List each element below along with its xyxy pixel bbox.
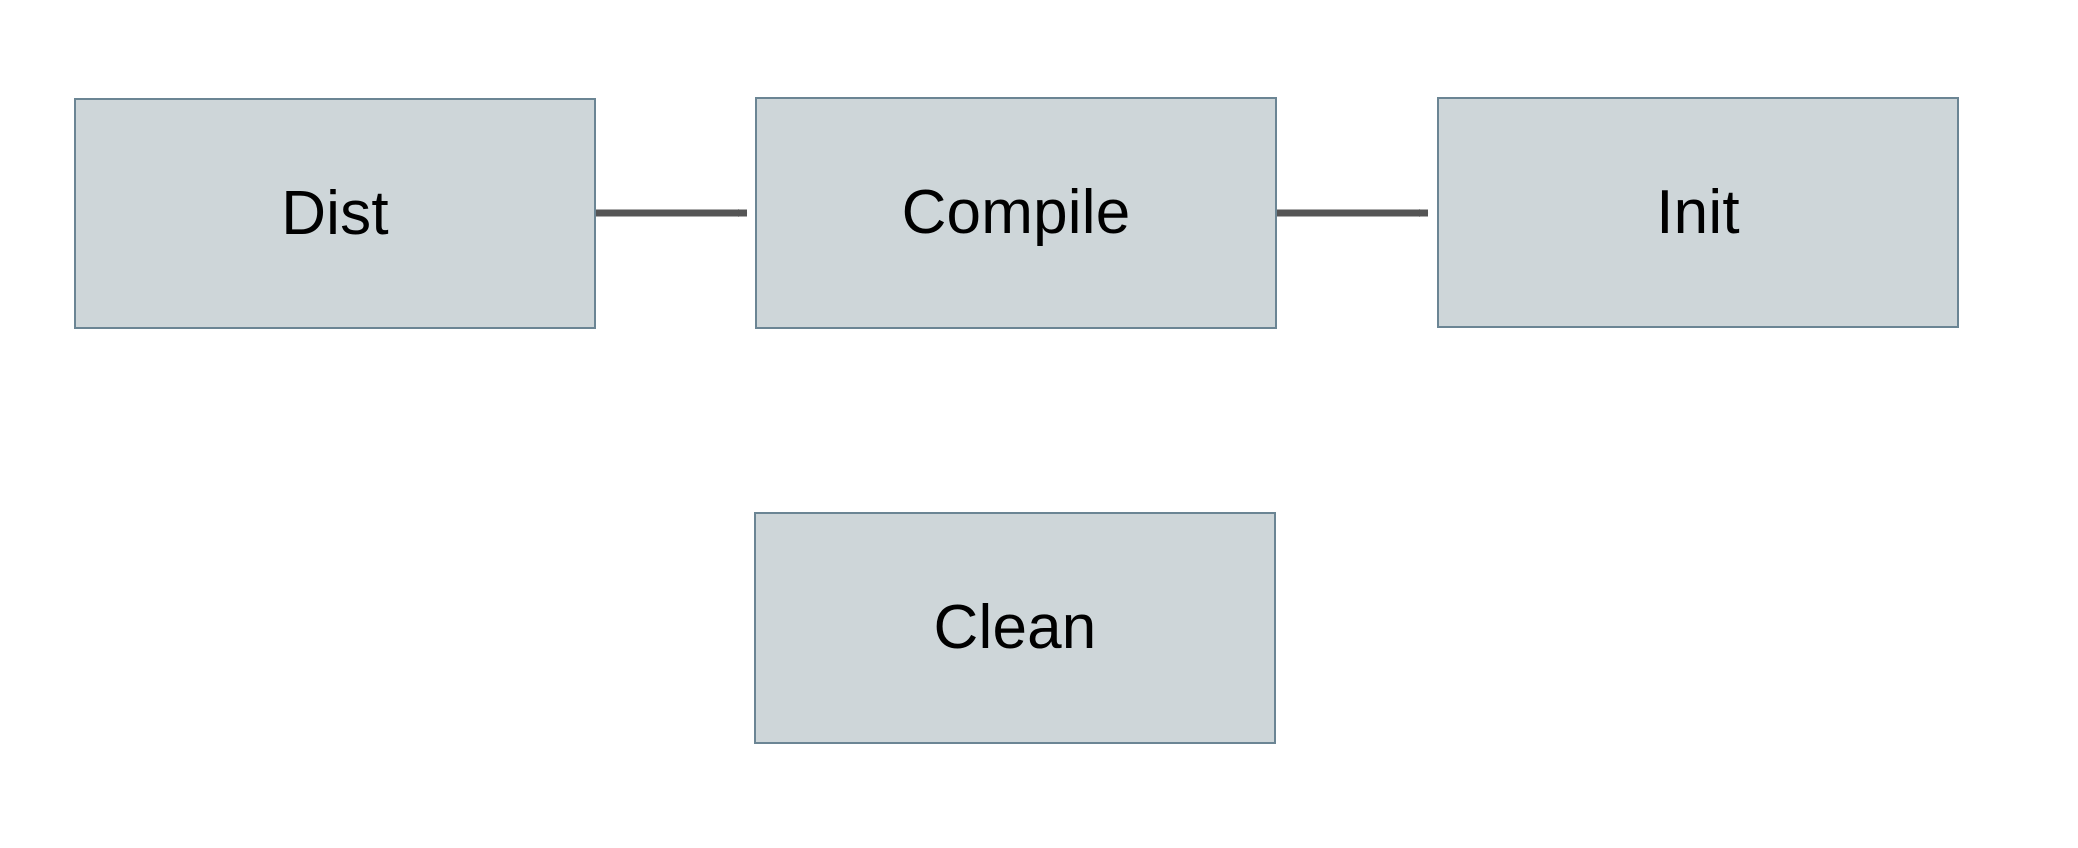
node-compile[interactable]: Compile [755,97,1277,329]
node-dist[interactable]: Dist [74,98,596,329]
node-compile-label: Compile [901,178,1131,247]
node-clean[interactable]: Clean [754,512,1276,744]
node-init[interactable]: Init [1437,97,1959,328]
node-dist-label: Dist [281,178,389,248]
node-init-label: Init [1656,177,1740,247]
node-clean-label: Clean [933,593,1097,662]
